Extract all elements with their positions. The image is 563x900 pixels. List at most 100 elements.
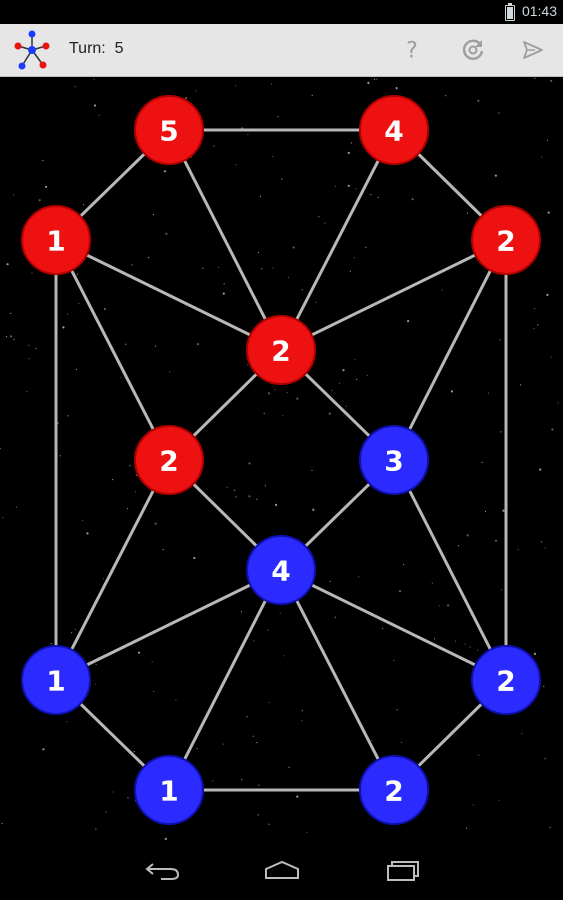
recents-button[interactable] <box>377 854 427 886</box>
star <box>367 81 370 84</box>
star <box>257 814 259 816</box>
star <box>263 412 265 414</box>
star <box>407 320 410 323</box>
star <box>286 392 288 394</box>
star <box>153 690 155 693</box>
star <box>355 188 357 190</box>
star <box>411 198 414 201</box>
star <box>50 643 52 645</box>
star <box>324 222 326 224</box>
star <box>222 292 225 295</box>
star <box>42 748 45 751</box>
star <box>546 293 549 296</box>
home-button[interactable] <box>257 854 307 886</box>
star <box>26 391 28 393</box>
star <box>137 651 141 654</box>
star <box>193 556 196 560</box>
star <box>356 378 358 380</box>
star <box>311 94 313 96</box>
star <box>148 257 150 259</box>
star <box>270 83 273 85</box>
red-node[interactable]: 5 <box>134 95 204 165</box>
star <box>246 364 249 366</box>
star <box>175 699 177 701</box>
red-node[interactable]: 2 <box>134 425 204 495</box>
star <box>301 720 303 722</box>
star <box>127 797 129 799</box>
blue-node[interactable]: 2 <box>359 755 429 825</box>
red-node[interactable]: 2 <box>471 205 541 275</box>
star <box>283 655 285 657</box>
star <box>256 742 258 744</box>
star <box>551 428 554 431</box>
star <box>213 145 215 147</box>
star <box>264 485 266 487</box>
send-button[interactable] <box>515 32 551 68</box>
home-icon <box>265 860 299 879</box>
star <box>1 822 3 825</box>
action-bar: Turn: 5 ? <box>0 24 563 77</box>
star <box>93 104 97 107</box>
star <box>477 649 479 651</box>
star <box>59 455 61 457</box>
star <box>398 590 402 593</box>
star <box>9 335 13 338</box>
star <box>315 301 317 303</box>
star <box>28 358 30 360</box>
star <box>466 212 468 214</box>
blue-node[interactable]: 4 <box>246 535 316 605</box>
star <box>226 486 228 488</box>
star <box>169 371 171 373</box>
help-button[interactable]: ? <box>394 32 430 68</box>
star <box>165 232 168 235</box>
star <box>235 496 237 498</box>
star <box>258 784 260 786</box>
back-icon <box>145 863 180 880</box>
red-node[interactable]: 4 <box>359 95 429 165</box>
star <box>261 268 263 270</box>
back-button[interactable] <box>138 854 188 886</box>
star <box>112 479 114 481</box>
starfield <box>0 77 559 840</box>
graph-edge <box>55 238 282 352</box>
blue-node[interactable]: 1 <box>21 645 91 715</box>
star <box>371 739 373 742</box>
battery-icon <box>505 3 515 21</box>
star <box>222 743 224 745</box>
restart-button[interactable] <box>455 32 491 68</box>
star <box>469 646 471 648</box>
star <box>445 95 447 97</box>
blue-node[interactable]: 2 <box>471 645 541 715</box>
star <box>274 389 276 391</box>
blue-node[interactable]: 3 <box>359 425 429 495</box>
star <box>277 116 279 118</box>
node-circle <box>134 425 204 495</box>
star <box>268 823 270 825</box>
blue-node[interactable]: 1 <box>134 755 204 825</box>
status-time: 01:43 <box>521 3 557 19</box>
star <box>268 392 271 395</box>
star <box>35 347 37 349</box>
star <box>185 96 188 100</box>
star <box>74 86 76 88</box>
node-circle <box>359 755 429 825</box>
star <box>154 522 157 525</box>
red-node[interactable]: 1 <box>21 205 91 275</box>
star <box>195 90 197 92</box>
star <box>396 709 398 711</box>
star <box>2 517 4 519</box>
star <box>134 491 137 493</box>
red-node[interactable]: 2 <box>246 315 316 385</box>
star <box>240 611 242 613</box>
star <box>163 170 166 173</box>
star <box>287 276 289 278</box>
star <box>366 375 368 377</box>
star <box>267 629 269 631</box>
star <box>282 415 284 417</box>
star <box>217 266 220 269</box>
star <box>301 710 303 712</box>
star <box>457 545 460 547</box>
star <box>494 539 498 542</box>
star <box>95 664 97 666</box>
